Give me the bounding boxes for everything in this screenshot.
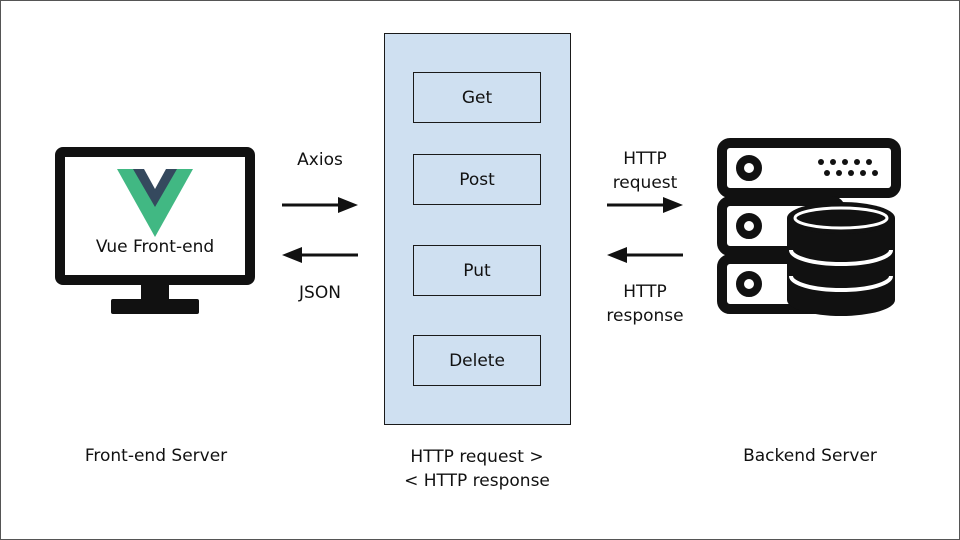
http-request-label-line1: HTTP	[623, 149, 667, 169]
method-get: Get	[413, 72, 541, 123]
database-cylinder-icon	[787, 202, 895, 316]
axios-arrow-right	[282, 197, 358, 213]
api-caption-line1: HTTP request >	[410, 447, 544, 467]
json-arrow-left	[282, 247, 358, 263]
http-response-label-line1: HTTP	[623, 282, 667, 302]
http-request-arrow-right	[607, 197, 683, 213]
api-caption: HTTP request > < HTTP response	[371, 445, 583, 493]
http-request-label: HTTP request	[595, 147, 695, 195]
method-delete: Delete	[413, 335, 541, 386]
http-response-arrow-left	[607, 247, 683, 263]
frontend-screen-label: Vue Front-end	[95, 237, 215, 257]
database-server-icon	[717, 138, 901, 316]
frontend-caption: Front-end Server	[84, 446, 228, 466]
method-post: Post	[413, 154, 541, 205]
vue-logo-icon	[117, 169, 193, 237]
axios-label: Axios	[297, 150, 343, 170]
backend-caption: Backend Server	[743, 446, 877, 466]
monitor-icon	[55, 147, 255, 314]
method-put: Put	[413, 245, 541, 296]
json-label: JSON	[299, 283, 341, 303]
api-caption-line2: < HTTP response	[404, 471, 550, 491]
http-response-label: HTTP response	[595, 280, 695, 328]
http-response-label-line2: response	[606, 306, 684, 326]
http-request-label-line2: request	[612, 173, 678, 193]
